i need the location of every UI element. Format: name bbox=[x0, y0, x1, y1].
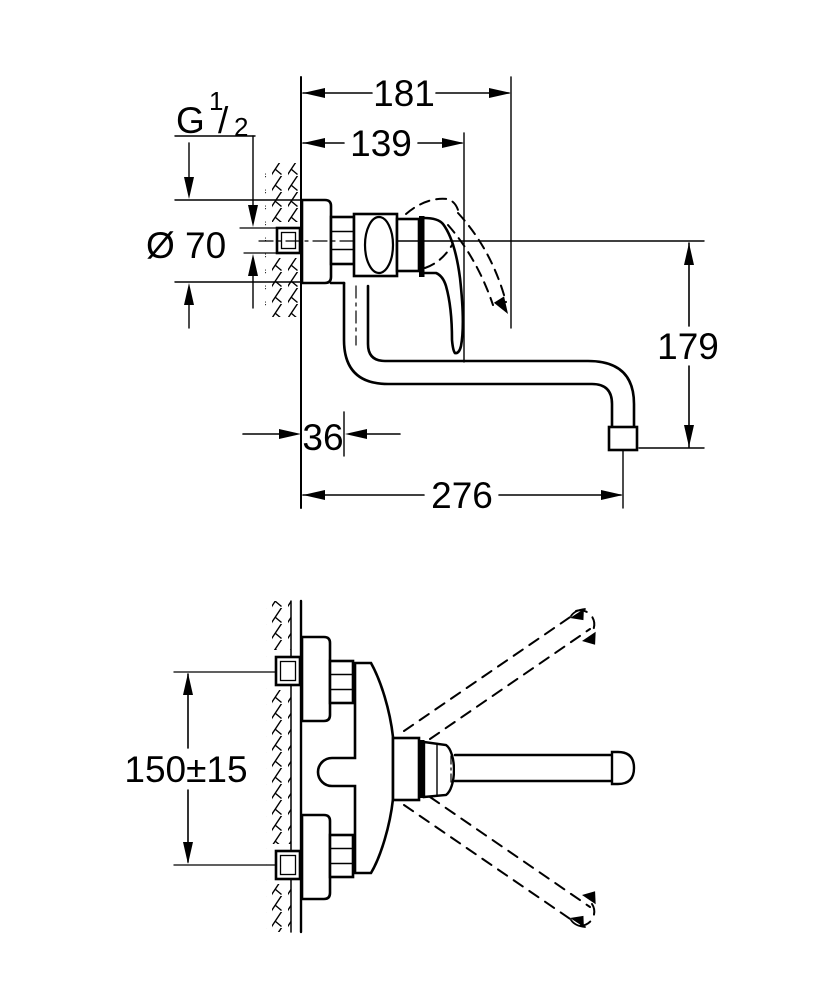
spout-solid bbox=[453, 750, 636, 786]
rotation-arrow-upper bbox=[570, 608, 596, 645]
plan-view: 150±15 bbox=[124, 599, 636, 934]
arrowhead bbox=[684, 425, 694, 447]
dimension-label: 150±15 bbox=[124, 749, 247, 790]
arrowhead bbox=[684, 243, 694, 265]
mixer-body bbox=[352, 212, 425, 278]
spout-swing-dashed-upper bbox=[403, 609, 596, 740]
arrowhead bbox=[303, 138, 325, 148]
dimension-150: 150±15 bbox=[124, 673, 248, 864]
dimension-label: 276 bbox=[431, 475, 493, 516]
dimension-diameter-70: Ø 70 bbox=[146, 142, 303, 329]
swing-arc bbox=[447, 224, 494, 306]
hub-ring bbox=[419, 740, 425, 798]
lever-handle-dashed bbox=[405, 197, 507, 306]
body-neck bbox=[395, 217, 421, 273]
arrowhead bbox=[279, 429, 301, 439]
arrowhead bbox=[248, 254, 258, 276]
dimension-label: Ø 70 bbox=[146, 225, 226, 266]
swing-arc bbox=[457, 212, 507, 303]
handle-base-plate bbox=[419, 216, 425, 277]
arrowhead bbox=[345, 429, 367, 439]
arrowhead bbox=[183, 673, 193, 695]
arrowhead bbox=[303, 88, 325, 98]
arrowhead bbox=[184, 177, 194, 199]
arrowhead bbox=[601, 490, 623, 500]
dimension-139: 139 bbox=[302, 123, 465, 363]
supply-square-lower bbox=[274, 849, 302, 881]
spout bbox=[329, 281, 639, 452]
arrowhead bbox=[184, 283, 194, 305]
side-view: 181 139 G 1 / 2 bbox=[146, 73, 719, 516]
supply-square-upper bbox=[274, 655, 302, 687]
dimension-label: 179 bbox=[657, 326, 719, 367]
dimension-179: 179 bbox=[638, 242, 719, 449]
arrowhead bbox=[248, 205, 258, 227]
spout-end-cap bbox=[610, 750, 636, 786]
spout-swing-dashed-lower bbox=[403, 796, 596, 927]
dimension-276: 276 bbox=[302, 449, 624, 516]
dimension-label: 139 bbox=[350, 123, 412, 164]
spout-outlet bbox=[607, 425, 639, 452]
swing-arrowhead bbox=[493, 296, 508, 314]
arrowhead bbox=[183, 842, 193, 864]
lever-handle bbox=[422, 216, 465, 355]
wall-section-plan bbox=[266, 599, 304, 934]
dimension-thread-g12: G 1 / 2 bbox=[174, 86, 278, 309]
arrowhead bbox=[442, 138, 464, 148]
dimension-label: 36 bbox=[302, 417, 343, 458]
mixer-body-plan bbox=[316, 661, 395, 875]
dimension-181: 181 bbox=[302, 73, 512, 329]
spout-hub bbox=[391, 736, 456, 802]
hub-cone bbox=[422, 740, 456, 799]
rotation-arrow-lower bbox=[570, 891, 596, 928]
mounting-flange-lower bbox=[300, 813, 332, 901]
dimension-label: 181 bbox=[373, 73, 435, 114]
arrowhead bbox=[489, 88, 511, 98]
union-nut-upper bbox=[328, 659, 355, 705]
thread-label: G 1 / 2 bbox=[176, 86, 248, 142]
wall-section bbox=[265, 76, 302, 509]
cartridge-dome bbox=[363, 215, 395, 275]
dimension-36: 36 bbox=[242, 411, 401, 458]
arrowhead bbox=[303, 490, 325, 500]
mounting-flange-upper bbox=[300, 635, 332, 723]
union-nut-lower bbox=[328, 833, 355, 879]
